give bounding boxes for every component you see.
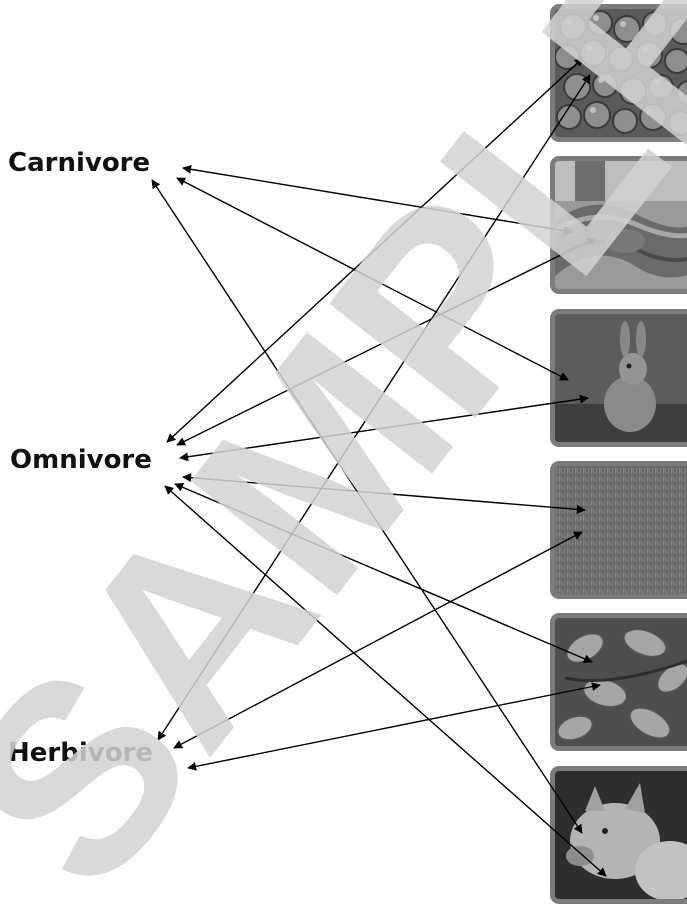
carnivore-label: Carnivore <box>8 150 150 176</box>
arrow-carnivore-rabbit <box>177 178 568 380</box>
arrow-carnivore-snake <box>183 168 572 232</box>
arrow-carnivore-pigs <box>152 180 582 833</box>
arrow-herbivore-grass <box>174 532 582 748</box>
arrow-herbivore-leaves <box>188 685 600 768</box>
arrow-herbivore-berries <box>158 75 590 740</box>
arrow-omnivore-snake <box>177 238 595 445</box>
arrow-omnivore-pigs <box>165 486 606 876</box>
leaves-photo <box>550 613 687 751</box>
arrow-omnivore-grass <box>183 477 585 510</box>
pigs-photo <box>550 766 687 904</box>
rabbit-photo <box>550 309 687 447</box>
arrow-omnivore-berries <box>167 58 583 442</box>
herbivore-label: Herbivore <box>8 740 153 766</box>
berries-photo <box>550 4 687 142</box>
arrow-omnivore-rabbit <box>180 398 588 458</box>
grass-photo <box>550 461 687 599</box>
snake-photo <box>550 156 687 294</box>
omnivore-label: Omnivore <box>10 447 152 473</box>
arrow-omnivore-leaves <box>175 484 592 662</box>
